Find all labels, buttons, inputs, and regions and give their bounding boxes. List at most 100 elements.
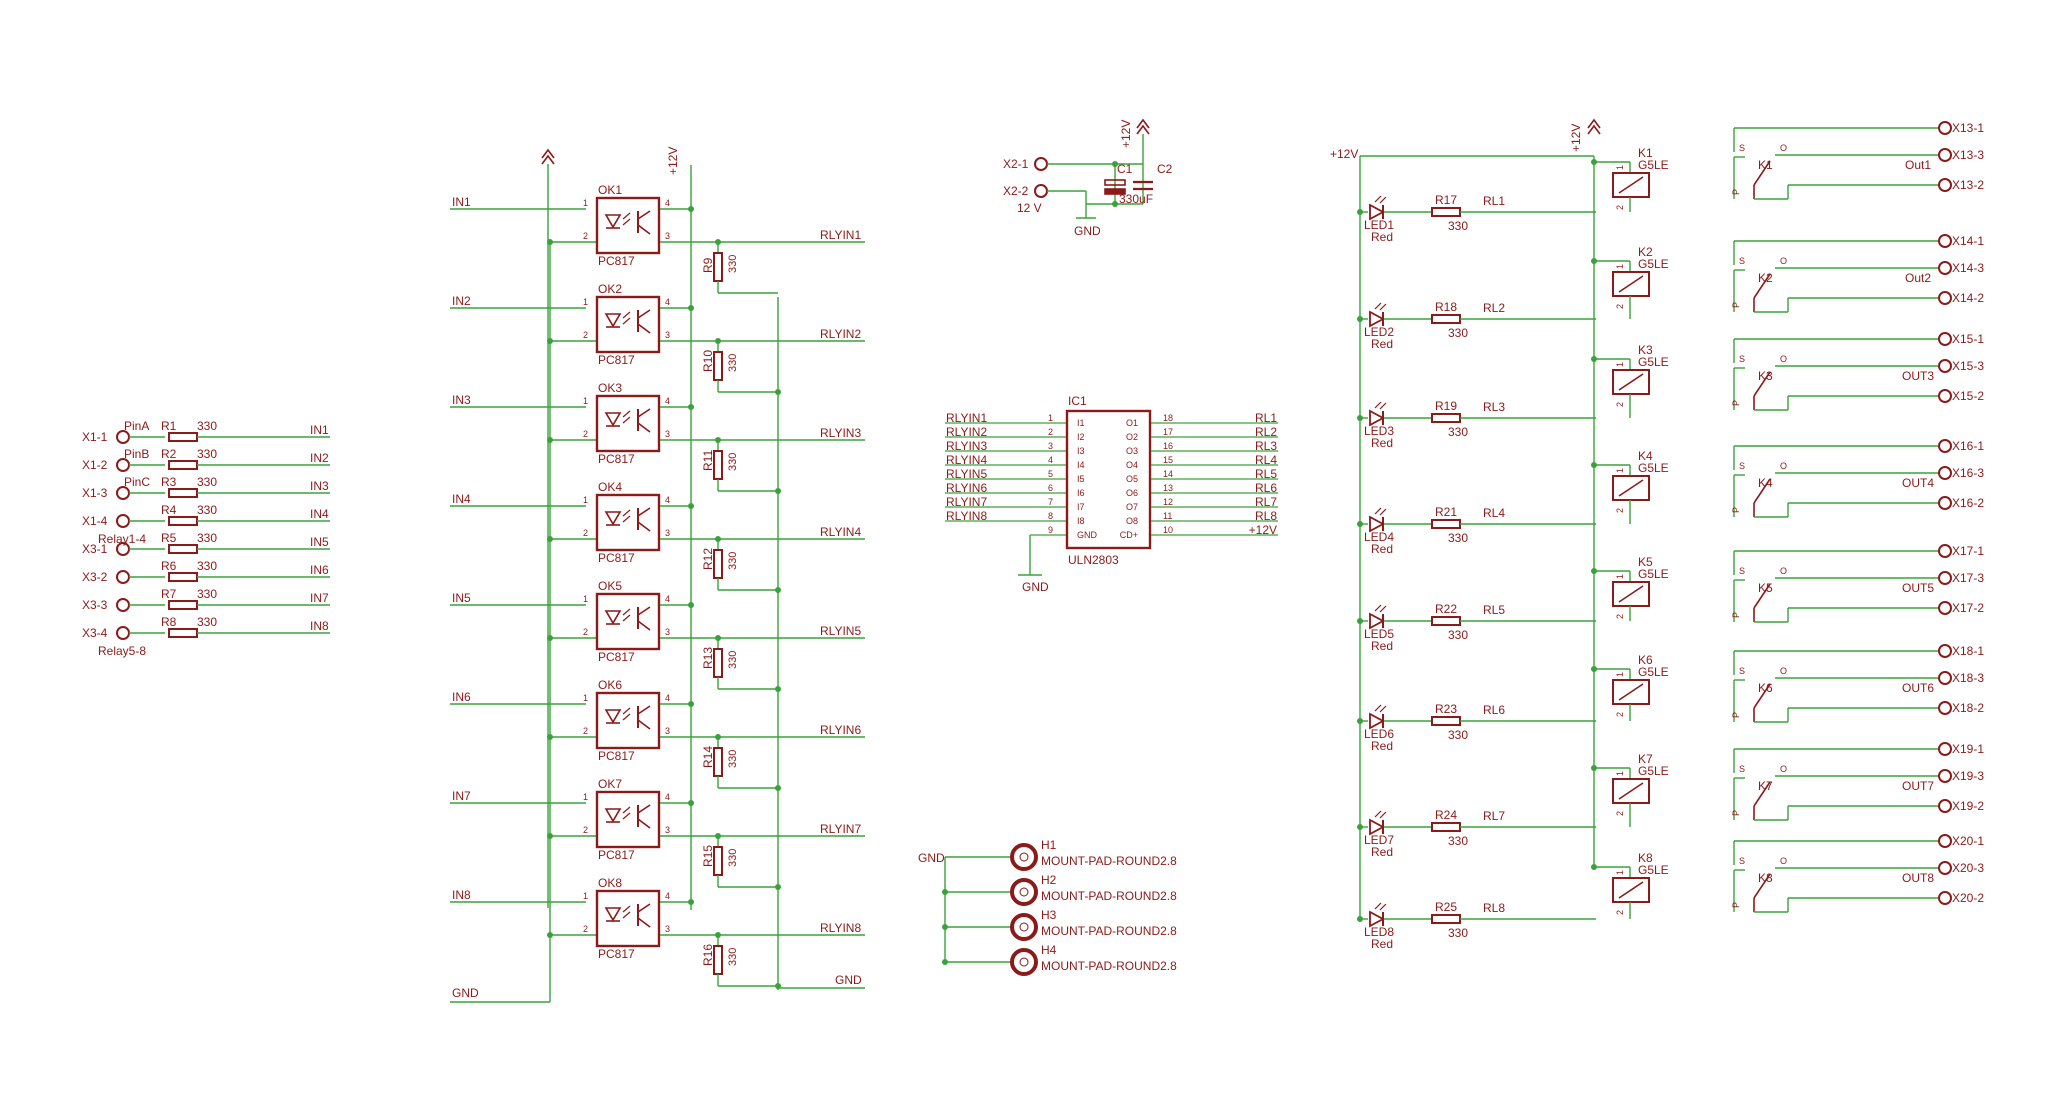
relay-name: K6 xyxy=(1758,681,1773,695)
resistor-value: 330 xyxy=(1448,628,1468,642)
wire xyxy=(1753,371,1771,397)
connector-pin-label: X15-2 xyxy=(1952,389,1984,403)
connector-pin-label: X16-2 xyxy=(1952,496,1984,510)
connector-pad xyxy=(1938,799,1952,813)
led-color: Red xyxy=(1371,845,1393,859)
pin-number: 1 xyxy=(1615,264,1625,269)
net-label: RL6 xyxy=(1255,481,1277,495)
pin-name: CD+ xyxy=(1120,530,1138,540)
wire xyxy=(622,806,631,814)
resistor-value: 330 xyxy=(727,849,739,867)
supply-arrow xyxy=(1587,124,1601,135)
junction xyxy=(775,389,781,395)
switch-pin: O xyxy=(1780,256,1787,266)
output-label: OUT3 xyxy=(1902,369,1934,383)
component-name: OK8 xyxy=(598,876,622,890)
output-label: OUT6 xyxy=(1902,681,1934,695)
net-label: IN3 xyxy=(310,479,329,493)
junction xyxy=(1591,864,1597,870)
resistor-name: R11 xyxy=(701,450,715,471)
output-label: OUT4 xyxy=(1902,476,1934,490)
mount-pad-ring xyxy=(1010,878,1038,906)
supply-arrow xyxy=(541,148,555,159)
resistor-value: 330 xyxy=(197,503,217,517)
capacitor-plate xyxy=(1104,188,1126,195)
component-part: PC817 xyxy=(598,452,635,466)
net-label: RL1 xyxy=(1255,411,1277,425)
net-label: RLYIN2 xyxy=(820,327,861,341)
net-label: RL6 xyxy=(1483,703,1505,717)
gnd-label: GND xyxy=(918,851,945,865)
pin-number: 4 xyxy=(1048,455,1053,465)
resistor-value: 330 xyxy=(727,552,739,570)
connector-pad xyxy=(1938,769,1952,783)
switch-pin: O xyxy=(1780,566,1787,576)
optocoupler-body xyxy=(595,394,661,453)
wire xyxy=(622,410,631,418)
supply-label: +12V xyxy=(1330,147,1358,161)
connector-pin-label: X3-1 xyxy=(82,542,108,556)
pin-number: 3 xyxy=(1048,441,1053,451)
component-part: PC817 xyxy=(598,353,635,367)
pin-number: 5 xyxy=(1048,469,1053,479)
pin-number: 2 xyxy=(1615,508,1625,513)
resistor-name: R6 xyxy=(161,559,177,573)
resistor-value: 330 xyxy=(1448,834,1468,848)
pin-number: 1 xyxy=(583,297,588,307)
junction xyxy=(688,206,694,212)
switch-pin: O xyxy=(1780,143,1787,153)
connector-pad xyxy=(1938,178,1952,192)
led-symbol xyxy=(1369,612,1385,630)
switch-pin: P xyxy=(1731,902,1741,908)
resistor-body xyxy=(713,747,723,777)
pin-number: 2 xyxy=(583,924,588,934)
connector-pin-label: X13-2 xyxy=(1952,178,1984,192)
resistor-name: R4 xyxy=(161,503,177,517)
pin-label: PinC xyxy=(124,475,150,489)
connector-pad xyxy=(1938,359,1952,373)
wire xyxy=(1379,811,1387,819)
net-label: RL4 xyxy=(1255,453,1277,467)
connector-pad xyxy=(1938,439,1952,453)
connector-pad xyxy=(1938,234,1952,248)
led-color: Red xyxy=(1371,230,1393,244)
pin-number: 1 xyxy=(583,792,588,802)
component-part: PC817 xyxy=(598,254,635,268)
resistor-name: R1 xyxy=(161,419,177,433)
resistor-name: R8 xyxy=(161,615,177,629)
connector-pin-label: X13-1 xyxy=(1952,121,1984,135)
net-label: RLYIN5 xyxy=(946,467,987,481)
pin-number: 4 xyxy=(665,693,670,703)
net-label: RLYIN3 xyxy=(946,439,987,453)
junction xyxy=(715,932,721,938)
resistor-name: R12 xyxy=(701,548,715,570)
junction xyxy=(775,488,781,494)
pin-number: 17 xyxy=(1163,427,1173,437)
pin-number: 4 xyxy=(665,495,670,505)
resistor-value: 330 xyxy=(1448,219,1468,233)
connector-pin-label: X16-3 xyxy=(1952,466,1984,480)
wire xyxy=(637,606,651,616)
net-label: RLYIN8 xyxy=(820,921,861,935)
junction xyxy=(775,686,781,692)
pin-number: 1 xyxy=(583,396,588,406)
switch-pin: P xyxy=(1731,612,1741,618)
wire xyxy=(1618,479,1644,497)
switch-pin: O xyxy=(1780,666,1787,676)
resistor-body xyxy=(713,252,723,282)
resistor-value: 330 xyxy=(727,750,739,768)
connector-pin-label: X16-1 xyxy=(1952,439,1984,453)
